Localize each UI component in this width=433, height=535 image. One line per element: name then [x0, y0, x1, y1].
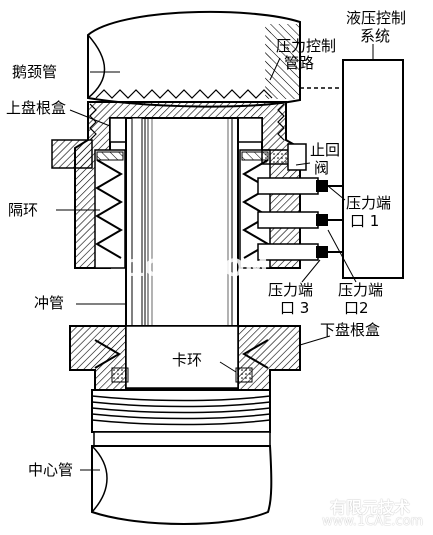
label-washpipe: 冲管: [34, 294, 65, 312]
label-pressure-port-1-line1: 压力端: [346, 194, 392, 212]
check-valve: [261, 143, 307, 171]
label-snap-ring: 卡环: [172, 351, 203, 369]
label-upper-packing-box: 上盘根盒: [6, 99, 67, 117]
label-spacer-ring: 隔环: [8, 201, 39, 219]
label-pressure-port-3-line1: 压力端: [268, 281, 314, 299]
label-pressure-control-line2: 管路: [284, 54, 315, 72]
label-hydraulic-system-line1: 液压控制: [346, 9, 407, 27]
label-lower-packing-box: 下盘根盒: [320, 321, 381, 339]
watermark-footer-title: 有限元技术: [330, 498, 411, 517]
watermark-footer-url: www.1CAE.com: [322, 514, 424, 529]
label-check-valve-line1: 止回: [310, 141, 341, 159]
label-center-pipe: 中心管: [28, 461, 74, 479]
pressure-port-fittings: [257, 177, 343, 261]
leader-lines: [56, 44, 374, 471]
packing-stack-left: [94, 149, 126, 269]
label-pressure-port-2-line2: 口2: [344, 299, 369, 317]
hydraulic-control-box: [342, 59, 404, 279]
label-hydraulic-system-line2: 系统: [360, 27, 391, 45]
thread-connection: [91, 389, 271, 447]
lower-packing-box: [69, 325, 301, 391]
watermark-center: 1CAE.COM: [128, 254, 268, 282]
label-pressure-port-2-line1: 压力端: [338, 281, 384, 299]
label-pressure-port-3-line2: 口 3: [280, 299, 310, 317]
label-pressure-control-line1: 压力控制: [276, 37, 337, 55]
gooseneck-pipe: [87, 10, 301, 108]
label-check-valve-line2: 阀: [314, 159, 330, 177]
label-gooseneck: 鹅颈管: [12, 63, 58, 81]
label-pressure-port-1-line2: 口 1: [350, 212, 380, 230]
center-pipe: [91, 445, 273, 525]
